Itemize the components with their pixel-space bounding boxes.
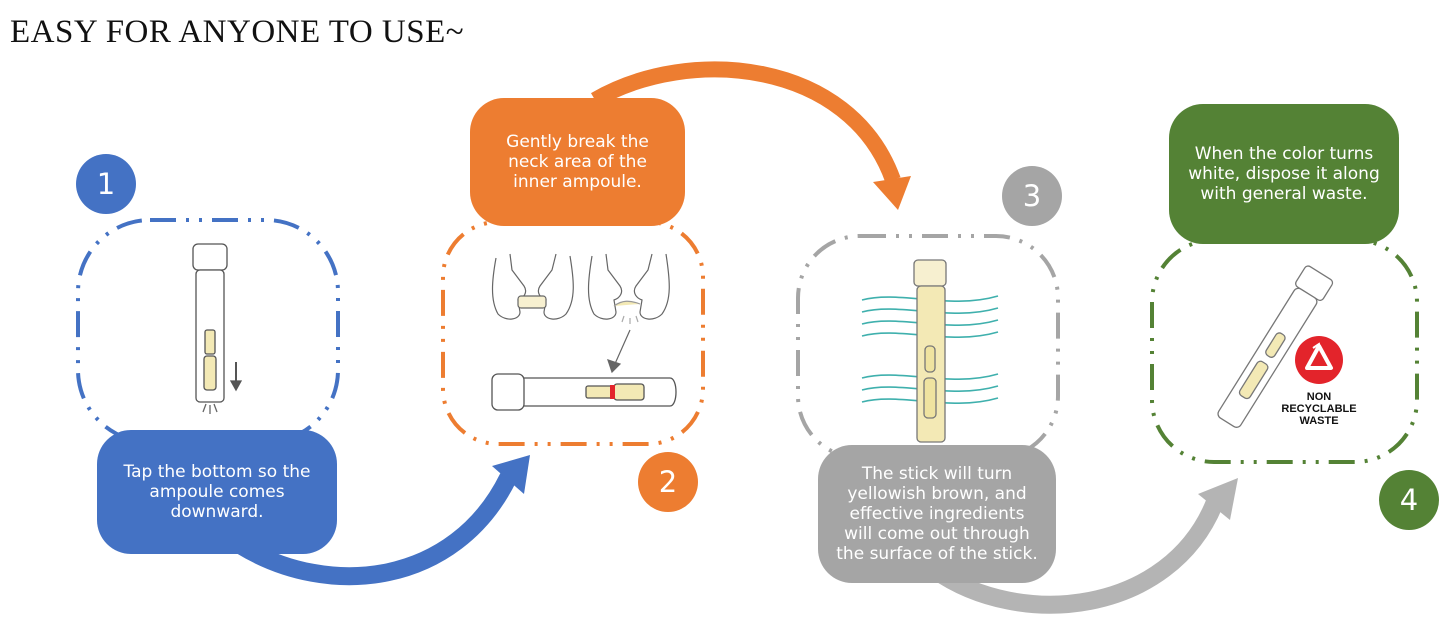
step1-tube-illustration — [192, 243, 243, 414]
recycle-icon — [1295, 336, 1343, 384]
non-recyclable-label: NON RECYCLABLE WASTE — [1281, 391, 1357, 427]
step4-tube-illustration — [1217, 265, 1334, 428]
arrow-1-to-2 — [231, 455, 530, 586]
step2-instruction: Gently break the neck area of the inner … — [470, 98, 685, 226]
step-number-2: 2 — [638, 452, 698, 512]
step1-instruction: Tap the bottom so the ampoule comes down… — [97, 430, 337, 554]
step3-stick-illustration — [913, 259, 947, 443]
arrow-3-to-4 — [926, 478, 1238, 614]
step-number-4: 4 — [1379, 470, 1439, 530]
step3-instruction: The stick will turn yellowish brown, and… — [818, 445, 1056, 583]
step1-text: Tap the bottom so the ampoule comes down… — [123, 462, 311, 522]
step3-text: The stick will turn yellowish brown, and… — [836, 464, 1038, 564]
step1-frame — [76, 218, 340, 444]
step2-hands-illustration — [491, 253, 670, 374]
step4-text: When the color turns white, dispose it a… — [1188, 144, 1380, 204]
step4-instruction: When the color turns white, dispose it a… — [1169, 104, 1399, 244]
arrow-2-to-3 — [590, 61, 911, 210]
step2-tube-illustration — [491, 373, 677, 411]
step-number-1: 1 — [76, 154, 136, 214]
step2-text: Gently break the neck area of the inner … — [506, 132, 649, 192]
page-title: EASY FOR ANYONE TO USE~ — [10, 14, 465, 50]
step-number-3: 3 — [1002, 166, 1062, 226]
